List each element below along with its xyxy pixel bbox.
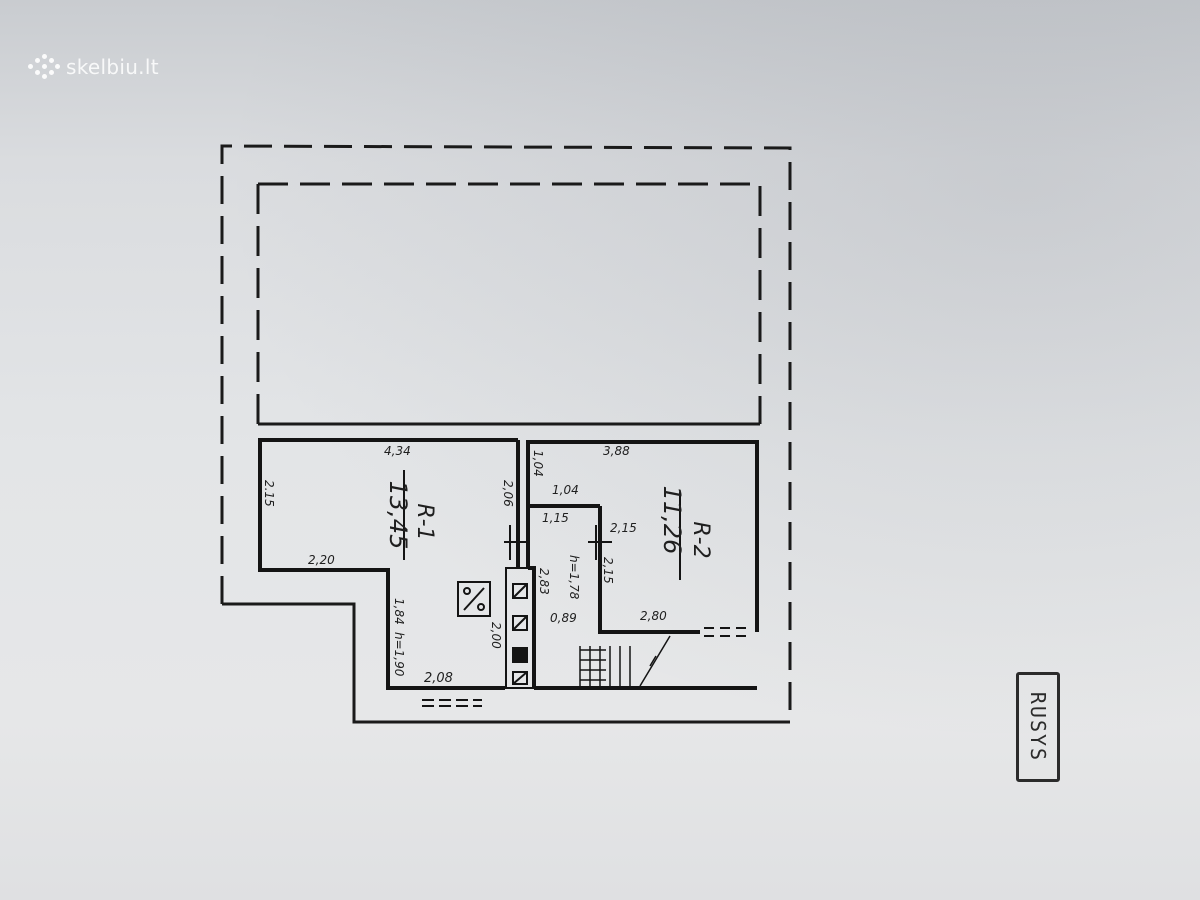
chimney-flue-icon [505,567,535,689]
dim-r2-top: 3,88 [603,444,630,458]
room-r2-walls [526,440,759,690]
dim-r2-h: h=1,78 [567,555,581,600]
room-r2-area: 11,26 [658,486,686,555]
dimension-labels: 4,34 2.15 2,20 1,84 h=1,90 2,08 2,00 2,0… [262,444,667,686]
door-marks [422,525,752,707]
dim-r2-door-a: 2,15 [610,521,637,535]
outer-wall-line [222,602,790,724]
dim-r1-height: h=1,90 [392,632,406,677]
dim-r1-left: 2.15 [262,480,276,507]
attic-space-outline [256,182,762,426]
dim-r1-right: 2,00 [489,622,503,649]
room-r1-label: R-1 13,45 [384,470,437,560]
watermark-logo-icon [28,54,60,80]
room-r2-id: R-2 [688,521,713,558]
dim-r2-small: 0,89 [550,611,577,625]
stamp-text: RUSYS [1026,691,1050,763]
dim-r1-lower-left: 1,84 [392,598,406,625]
dim-chimney-h: 2,83 [537,568,551,595]
owner-stamp: RUSYS [1016,672,1060,782]
dim-r1-step: 2,20 [308,553,335,567]
stairs-icon [579,635,671,687]
watermark-brand: skelbiu.lt [66,55,159,79]
watermark: skelbiu.lt [28,54,159,80]
dim-r2-notch-h: 1,04 [531,450,545,477]
ventilation-symbol-icon [457,581,491,617]
outer-roof-outline [220,144,792,722]
dim-r2-notch-w: 1,04 [552,483,579,497]
dim-r2-stair: 2,80 [640,609,667,623]
room-r1-id: R-1 [412,503,437,540]
dim-r2-door-b: 2,15 [601,557,615,584]
dim-corridor-w: 1,15 [542,511,569,525]
room-r1-area: 13,45 [384,481,412,550]
room-r2-label: R-2 11,26 [658,486,713,580]
dim-r1-bottom: 2,08 [424,671,453,686]
dim-r1-top: 4,34 [384,444,411,458]
dim-corridor-left: 2,06 [501,480,515,507]
room-r1-walls [258,438,520,690]
